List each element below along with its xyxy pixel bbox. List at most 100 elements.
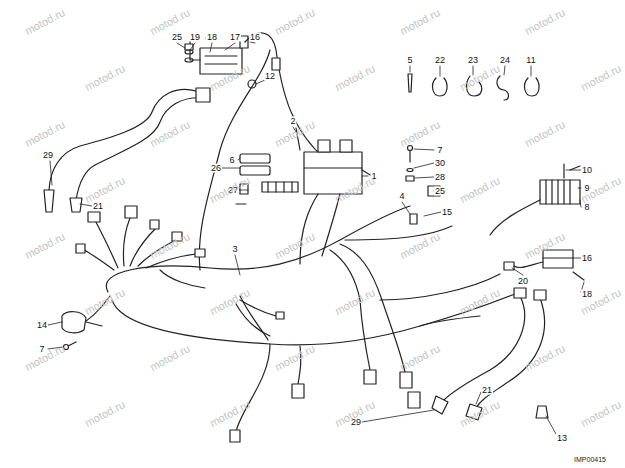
flasher-module — [514, 262, 543, 267]
switch — [86, 322, 102, 326]
leader-line — [256, 80, 265, 84]
watermark: motod.ru — [208, 399, 252, 429]
leader-line — [48, 42, 584, 434]
ignition-coil — [185, 58, 193, 62]
callout-number: 19 — [189, 33, 201, 42]
watermark: motod.ru — [148, 119, 192, 149]
leader-line — [504, 66, 505, 75]
watermark: motod.ru — [523, 119, 567, 149]
ignition-coil — [205, 63, 237, 64]
ht-lead — [196, 88, 210, 102]
leader-line — [402, 202, 410, 214]
connector-fan — [150, 220, 159, 229]
leader-line — [440, 66, 441, 76]
voltage-regulator — [569, 180, 570, 204]
main-harness — [78, 50, 520, 432]
voltage-regulator — [540, 180, 580, 204]
watermark: motod.ru — [398, 7, 442, 37]
leader-line — [210, 43, 212, 52]
voltage-regulator — [563, 180, 564, 204]
fixing-clips — [497, 76, 508, 100]
ht-lead-right — [514, 288, 526, 298]
callout-number: 26 — [210, 164, 222, 173]
ht-lead — [245, 33, 326, 160]
flasher-module — [504, 262, 514, 270]
callout-number: 6 — [228, 156, 235, 165]
relay-box — [240, 166, 270, 175]
ht-lead-right — [432, 288, 548, 420]
flasher-module — [504, 250, 584, 280]
ht-lead — [44, 33, 326, 212]
leader-line — [566, 170, 581, 171]
watermark: motod.ru — [83, 175, 127, 205]
callout-number: 21 — [92, 202, 104, 211]
main-harness — [106, 206, 410, 292]
leader-line — [362, 410, 434, 422]
leader-line — [50, 161, 52, 185]
leader-line — [48, 322, 62, 325]
leader-line — [424, 212, 441, 216]
screw-set — [409, 150, 410, 162]
fixing-clips — [433, 78, 448, 96]
voltage-regulator — [490, 200, 540, 235]
connector-fan — [276, 312, 284, 319]
bottom-connectors — [230, 430, 240, 442]
voltage-regulator — [570, 166, 580, 170]
callout-number: 11 — [525, 56, 536, 65]
relay-box — [291, 182, 292, 192]
callout-number: 3 — [231, 245, 238, 254]
switch — [62, 312, 102, 350]
callout-number: 23 — [467, 56, 479, 65]
connector-fan — [236, 304, 270, 336]
relay-box — [340, 140, 352, 152]
callout-number: 25 — [171, 33, 183, 42]
switch — [68, 342, 76, 346]
relay-box — [240, 154, 270, 163]
screw-set — [406, 176, 414, 181]
connector-fan — [125, 206, 137, 218]
watermark: motod.ru — [523, 343, 567, 373]
callout-number: 20 — [517, 277, 529, 286]
ignition-coil — [185, 50, 193, 54]
callout-number: 16 — [581, 254, 593, 263]
watermark: motod.ru — [458, 175, 502, 205]
leader-line — [415, 177, 434, 178]
ignition-coil — [240, 36, 248, 48]
main-harness — [112, 292, 520, 345]
ht-lead — [44, 190, 54, 212]
watermark: motod.ru — [458, 63, 502, 93]
ht-lead — [272, 58, 280, 70]
leader-line — [512, 268, 523, 275]
watermark: motod.ru — [148, 231, 192, 261]
ht-lead-right — [534, 290, 546, 300]
connector-fan — [195, 249, 205, 257]
flasher-module — [543, 257, 573, 258]
leader-line — [177, 43, 185, 48]
leader-line — [573, 258, 581, 259]
voltage-regulator — [563, 164, 564, 178]
flasher-module — [543, 250, 573, 268]
watermark: motod.ru — [83, 63, 127, 93]
leader-line — [414, 163, 434, 168]
main-harness — [199, 50, 270, 270]
callout-number: 21 — [481, 386, 493, 395]
relay-box — [236, 203, 246, 204]
watermark: motod.ru — [23, 231, 67, 261]
relay-box — [275, 182, 276, 192]
leader-line — [578, 188, 581, 189]
callout-number: 7 — [436, 146, 443, 155]
watermark: motod.ru — [83, 287, 127, 317]
leader-line — [531, 66, 532, 76]
ht-lead — [76, 98, 204, 200]
screw-set — [406, 146, 440, 225]
watermark: motod.ru — [398, 119, 442, 149]
ht-lead-right — [476, 298, 545, 408]
drawing-code: IMP00415 — [573, 456, 607, 463]
callout-number: 30 — [434, 159, 446, 168]
relay-box — [304, 167, 362, 168]
callout-number: 10 — [581, 166, 593, 175]
leader-line — [190, 43, 195, 50]
watermark: motod.ru — [523, 7, 567, 37]
voltage-regulator — [490, 164, 580, 235]
main-harness — [300, 194, 318, 264]
